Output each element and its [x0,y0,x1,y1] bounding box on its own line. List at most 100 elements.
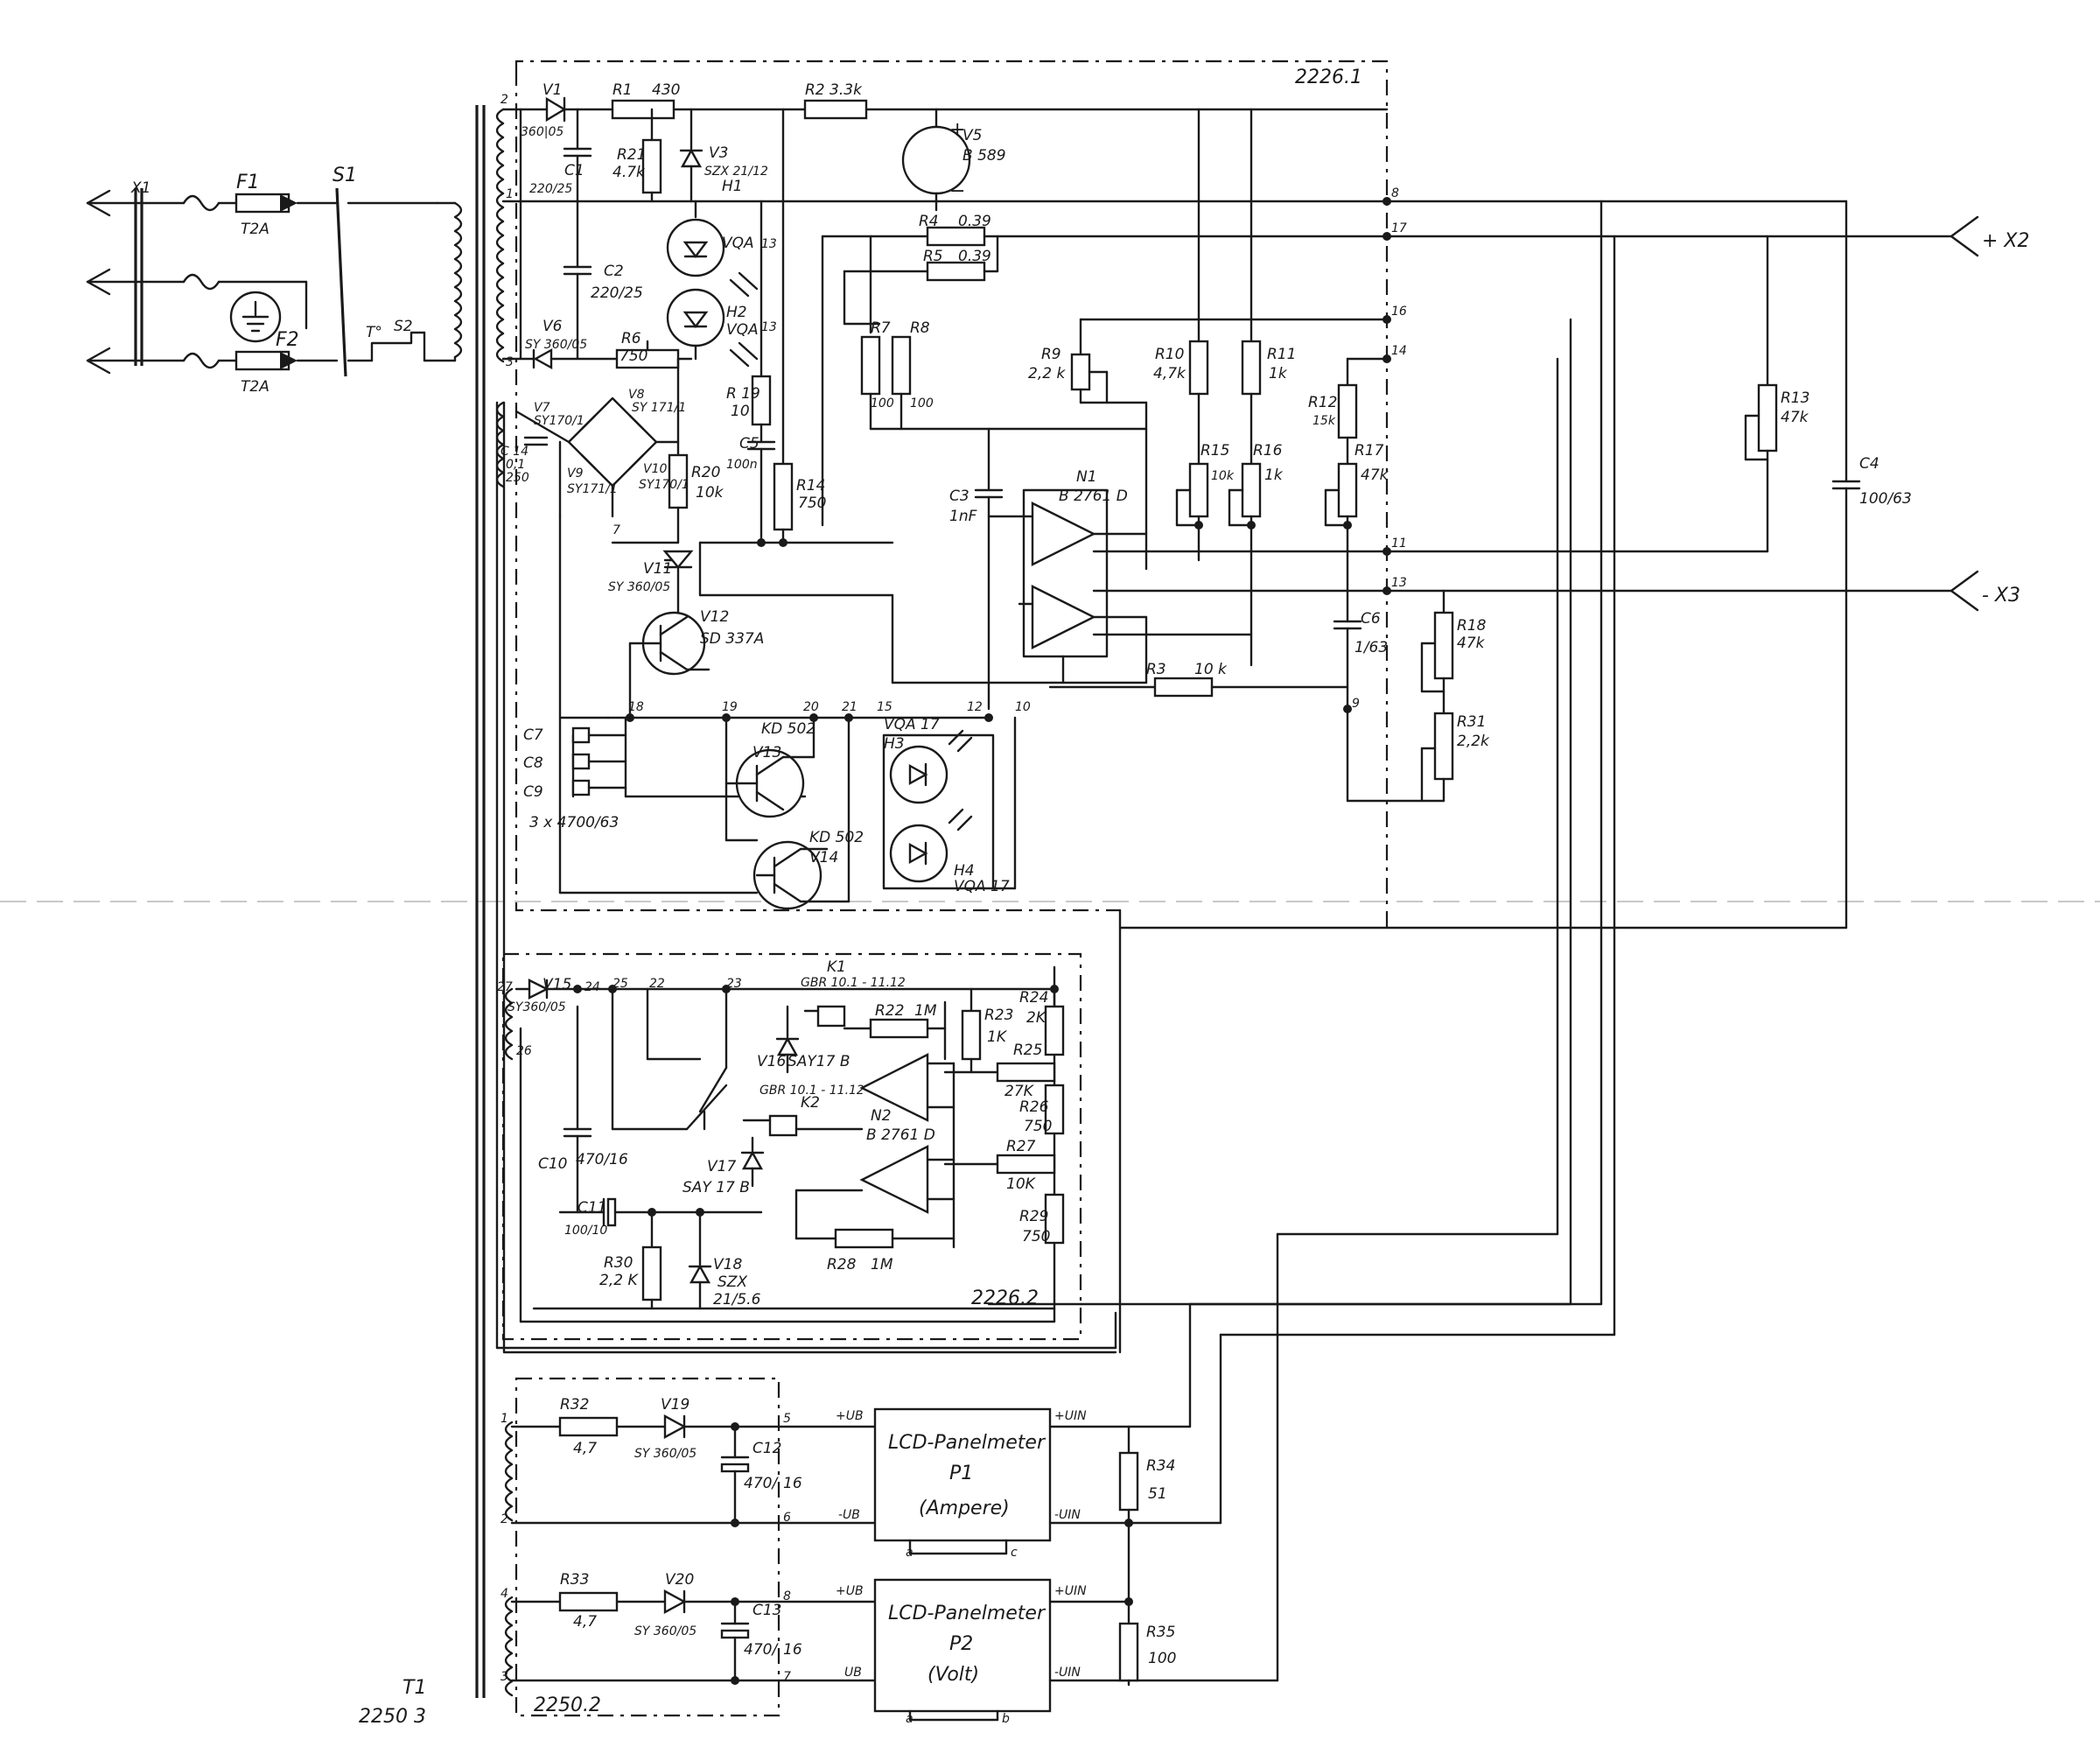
p2-ub-pos: +UB [836,1584,864,1598]
pin-s3: 3 [500,1670,508,1684]
v3-value: SZX 21/12 [704,165,768,179]
c5-value: 100n [726,458,758,472]
c14-label: C 14 [500,445,528,459]
v16-label: V16 [757,1053,786,1070]
v7-value: SY170/1 [534,414,584,428]
pin-s5: 5 [783,1412,791,1426]
pin-15: 15 [877,700,892,714]
c2-value: 220/25 [591,284,643,302]
c11-value: 100/10 [564,1224,607,1238]
r34-label: R34 [1146,1457,1175,1475]
c14-value: 0,1 [506,458,525,472]
r4-value: 0.39 [958,213,991,230]
n1-label: N1 [1076,468,1097,486]
r33-value: 4,7 [573,1613,597,1631]
pin-12: 12 [967,700,983,714]
c9-label: C9 [523,783,543,801]
v6-label: V6 [542,318,563,335]
v9-label: V9 [567,467,584,481]
c13-value: 470/ [744,1641,779,1659]
p2-uin-pos: +UIN [1054,1584,1087,1598]
r14-label: R14 [796,477,825,495]
s2-label: S2 [394,318,413,335]
c3-value: 1nF [949,508,977,525]
r16-label: R16 [1253,442,1283,460]
r2-label: R2 3.3k [805,81,863,99]
r25-value: 27K [1004,1083,1035,1100]
h4-label: H4 [954,862,975,880]
v14-label: V14 [809,849,838,866]
c12-value2: 16 [783,1475,802,1492]
c2-label: C2 [604,263,624,280]
r29-label: R29 [1019,1208,1048,1225]
r27-value: 10K [1006,1175,1037,1193]
pin-s4: 4 [500,1587,508,1601]
pin-7-top: 7 [612,523,620,537]
r26-label: R26 [1019,1098,1049,1116]
v1-label: V1 [542,81,562,99]
r28-label: R28 [827,1256,857,1273]
v18-value: SZX [718,1273,747,1291]
pin-3-top: 3 [506,355,514,369]
pin-27: 27 [497,980,513,994]
pin-24: 24 [584,980,600,994]
r1-label: R1 [612,81,633,99]
r33-label: R33 [560,1571,589,1589]
r13-value: 47k [1781,409,1810,426]
r6-label: R6 [621,330,641,347]
v11-value: SY 360/05 [608,580,670,594]
r5-value: 0.39 [958,248,991,265]
r22-value: 1M [914,1002,937,1020]
c789-value: 3 x 4700/63 [529,814,619,831]
v5-label: V5 [962,127,982,144]
r20-value: 10k [696,484,724,502]
pin-s6: 6 [783,1511,791,1525]
p1-ub-neg: -UB [838,1508,860,1522]
v5-value: B 589 [962,147,1006,165]
r21-label: R21 [617,146,646,164]
n1-value: B 2761 D [1059,488,1128,505]
r7-value: 100 [871,396,894,410]
h4-value: VQA 17 [954,878,1010,895]
r10-value: 4,7k [1153,365,1186,382]
r1-value: 430 [652,81,680,99]
p2-unit: (Volt) [928,1664,979,1686]
v7-label: V7 [534,401,550,415]
thermal-label: T° [366,324,382,341]
v10-value: SY170/1 [639,478,690,492]
c13-label: C13 [752,1602,782,1619]
h2-label: H2 [726,304,747,321]
r23-value: 1K [987,1028,1008,1046]
svg-text:−: − [949,180,965,202]
pin-17: 17 [1391,221,1407,235]
pin-18: 18 [628,700,644,714]
p1-uin-pos: +UIN [1054,1409,1087,1423]
r27-label: R27 [1006,1138,1036,1155]
pin-13a: 13 [761,237,777,251]
k1-label: K1 [827,958,846,976]
v20-label: V20 [665,1571,694,1589]
r19-label: R 19 [726,385,760,403]
s1-label: S1 [332,165,357,186]
p2-uin-neg: -UIN [1054,1666,1081,1680]
r17-label: R17 [1354,442,1384,460]
r3-value: 10 k [1194,661,1228,678]
h2-value: VQA [726,321,759,339]
r18-value: 47k [1457,635,1486,652]
output-section: 8 17 16 14 11 13 + X2 - X3 R13 47k C4 10… [1118,67,2030,930]
r22-label: R22 [875,1002,904,1020]
r35-label: R35 [1146,1624,1175,1641]
p1-c: c [1011,1546,1018,1560]
h3-label: H3 [884,735,905,753]
r35-value: 100 [1148,1650,1176,1667]
r26-value: 750 [1024,1118,1052,1135]
r14-value: 750 [798,495,826,512]
p1-uin-neg: -UIN [1054,1508,1081,1522]
r5-label: R5 [923,248,943,265]
bridge-section: V7 SY170/1 V8 SY 171/1 V9 SY171/1 V10 SY… [500,108,894,544]
r16-value: 1k [1264,467,1284,484]
r23-label: R23 [984,1007,1013,1024]
h1-value: VQA [722,235,754,252]
svg-text:+: + [949,119,965,141]
